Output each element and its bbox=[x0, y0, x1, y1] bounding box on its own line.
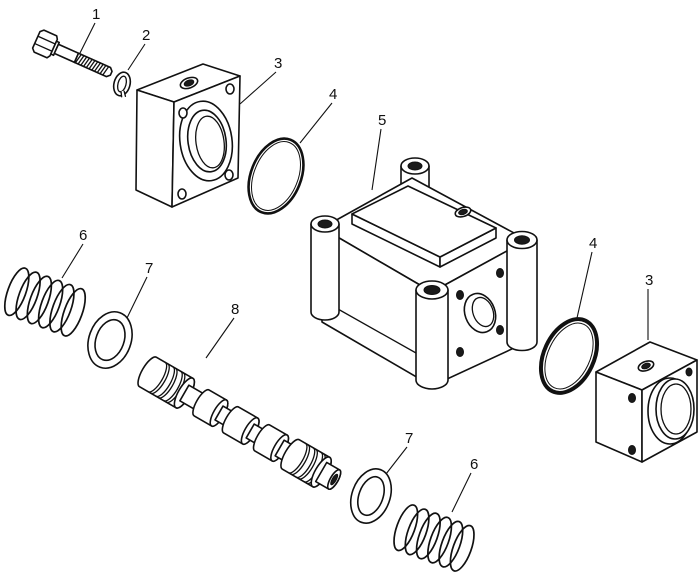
washer-bottom bbox=[349, 468, 393, 524]
spring-bottom-coil bbox=[438, 520, 464, 568]
callout-4-right: 4 bbox=[589, 235, 597, 252]
spring-left-coil bbox=[49, 283, 75, 333]
spring-left-coil bbox=[26, 275, 53, 325]
spring-bottom-coil bbox=[427, 516, 453, 564]
valve-body-top-port-hole bbox=[458, 208, 468, 216]
spring-left-coil bbox=[15, 271, 41, 321]
bolt bbox=[31, 29, 113, 78]
flange-left-bolt-hole bbox=[225, 83, 235, 95]
valve-body-boss-right-hole bbox=[514, 235, 530, 245]
flange-left-bolt-hole bbox=[224, 169, 234, 181]
leader-line-6-bottom bbox=[451, 472, 472, 513]
valve-body-boss-back-hole bbox=[407, 161, 423, 171]
o-ring-right-inner bbox=[544, 322, 594, 390]
spring-bottom-coil bbox=[415, 512, 441, 560]
valve-body-bolt-hole bbox=[496, 325, 504, 335]
o-ring-left-inner bbox=[251, 141, 301, 211]
spring-left-coil bbox=[60, 287, 87, 337]
callout-3-right: 3 bbox=[645, 272, 653, 289]
spring-bottom-coil bbox=[449, 524, 475, 572]
o-ring-right-outer bbox=[538, 317, 600, 395]
leader-line-7-left bbox=[126, 276, 148, 319]
leader-line-2 bbox=[127, 43, 146, 71]
callout-6-bottom: 6 bbox=[470, 456, 478, 473]
flange-right-boss bbox=[655, 378, 695, 440]
flange-right-bolt-hole bbox=[628, 393, 636, 403]
leader-line-4-left bbox=[299, 102, 333, 144]
leader-line-6-left bbox=[61, 243, 84, 279]
flange-left-bore-inner bbox=[195, 115, 225, 169]
callout-7-bottom: 7 bbox=[405, 430, 413, 447]
callout-5: 5 bbox=[378, 112, 386, 129]
valve-body-boss-left-hole bbox=[317, 219, 333, 229]
leader-lines bbox=[61, 22, 649, 513]
leader-line-4-right bbox=[576, 251, 593, 319]
callout-8: 8 bbox=[231, 301, 239, 318]
flange-left-bolt-hole bbox=[178, 107, 188, 119]
valve-body-boss-front-hole bbox=[423, 285, 441, 295]
lock-washer bbox=[112, 71, 132, 98]
valve-body-spool-bore-inner bbox=[471, 296, 495, 328]
bolt-thread bbox=[74, 53, 110, 76]
spring-bottom-coil bbox=[393, 504, 419, 552]
flange-right bbox=[595, 341, 698, 463]
callout-4-left: 4 bbox=[329, 86, 337, 103]
valve-body bbox=[310, 157, 538, 390]
leader-line-1 bbox=[79, 22, 96, 54]
o-ring-left-outer bbox=[247, 137, 305, 215]
lock-washer-inner bbox=[116, 75, 128, 93]
valve-body-raised-pad bbox=[351, 185, 497, 258]
flange-left-side-face bbox=[135, 89, 175, 208]
spool-land-grooves bbox=[287, 442, 326, 485]
callout-7-left: 7 bbox=[145, 260, 153, 277]
valve-body-boss-right bbox=[506, 239, 538, 352]
flange-right-bolt-hole bbox=[628, 445, 636, 455]
o-ring-right bbox=[538, 317, 600, 395]
spool bbox=[137, 356, 342, 491]
spring-left-coil bbox=[37, 279, 64, 329]
spool-end-bore bbox=[330, 473, 339, 486]
washer-left-inner bbox=[94, 318, 126, 362]
o-ring-left bbox=[247, 137, 305, 215]
valve-body-spool-bore bbox=[463, 292, 497, 334]
flange-left-bolt-hole bbox=[177, 188, 187, 200]
spring-left-coil bbox=[3, 267, 30, 317]
callout-6-left: 6 bbox=[79, 227, 87, 244]
leader-line-3-left bbox=[239, 71, 277, 105]
valve-body-bolt-hole bbox=[456, 290, 464, 300]
flange-right-boss-inner bbox=[660, 383, 692, 435]
flange-left-port-hole bbox=[183, 79, 195, 87]
flange-right-port-hole bbox=[641, 362, 651, 370]
valve-body-bolt-hole bbox=[496, 268, 504, 278]
leader-line-5 bbox=[371, 128, 382, 191]
washer-bottom-inner bbox=[357, 475, 385, 517]
spring-left bbox=[3, 267, 87, 337]
spring-bottom bbox=[393, 504, 475, 572]
leader-line-7-bottom bbox=[385, 446, 408, 475]
lock-washer-split-edges bbox=[120, 90, 127, 98]
washer-left bbox=[87, 311, 133, 369]
valve-body-boss-front bbox=[415, 289, 449, 390]
bolt-head-facets bbox=[34, 36, 56, 52]
leader-line-8 bbox=[205, 317, 235, 359]
valve-body-bolt-hole bbox=[456, 347, 464, 357]
valve-body-base-step bbox=[321, 299, 433, 363]
callout-1: 1 bbox=[92, 6, 100, 23]
callout-3-left: 3 bbox=[274, 55, 282, 72]
callout-labels: 1 2 3 4 5 6 7 8 4 3 7 6 bbox=[79, 6, 653, 473]
flange-left bbox=[135, 63, 241, 208]
callout-2: 2 bbox=[142, 27, 150, 44]
valve-body-boss-left bbox=[310, 223, 340, 321]
flange-right-bolt-hole bbox=[685, 367, 693, 377]
